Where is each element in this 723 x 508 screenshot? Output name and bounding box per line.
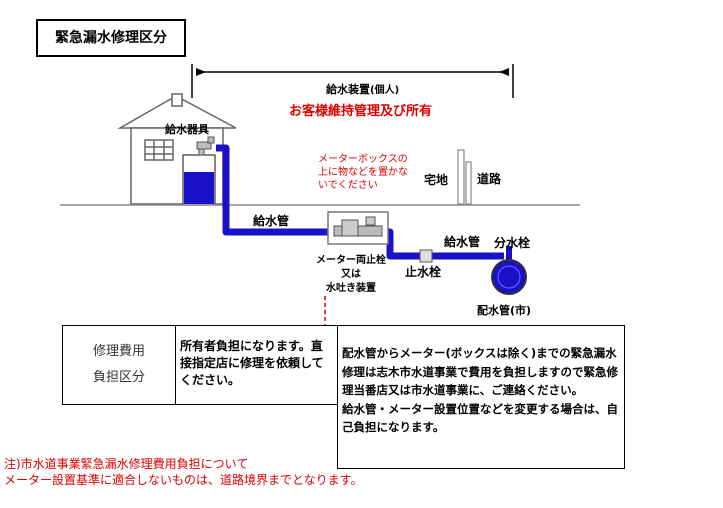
stop-valve-label: 止水栓 xyxy=(405,265,442,279)
meter-warning: メーターボックスの 上に物などを置かな いでください xyxy=(318,154,408,191)
supply-pipe-left-label: 給水管 xyxy=(253,214,290,228)
city-burden-box: 配水管からメーター(ボックスは除く)までの緊急漏水修理は志木市水道事業で費用を負… xyxy=(337,325,625,469)
house xyxy=(117,93,237,205)
supply-label: 給水装置(個人) xyxy=(326,83,400,96)
residence-label: 宅地 xyxy=(424,173,449,187)
city-burden-text: 配水管からメーター(ボックスは除く)までの緊急漏水修理は志木市水道事業で費用を負… xyxy=(342,346,618,397)
fence-posts xyxy=(457,149,472,205)
cost-header-cell: 修理費用 負担区分 xyxy=(62,325,176,405)
faucet-label: 給水器具 xyxy=(165,123,209,136)
meter-device-label: メーター両止栓 又は 水吐き装置 xyxy=(316,255,386,294)
note-line-2: メーター設置基準に適合しないものは、道路境界までとなります。 xyxy=(4,473,363,487)
distribution-main-label: 配水管(市) xyxy=(477,304,532,317)
ownership-label: お客様維持管理及び所有 xyxy=(289,104,433,119)
house-window xyxy=(144,139,174,161)
supply-pipe-right-label: 給水管 xyxy=(444,235,481,249)
water-tank xyxy=(182,154,216,206)
distribution-main-pipe xyxy=(491,259,527,295)
diagram-title: 緊急漏水修理区分 xyxy=(36,19,186,57)
stop-valve-icon xyxy=(419,249,433,263)
cost-table: 修理費用 負担区分 所有者負担になります。直接指定店に修理を依頼してください。 xyxy=(62,325,338,405)
meter-icon xyxy=(341,219,359,237)
branch-valve-label: 分水栓 xyxy=(494,236,531,250)
faucet-icon xyxy=(196,136,215,156)
owner-burden-cell: 所有者負担になります。直接指定店に修理を依頼してください。 xyxy=(175,325,338,405)
chimney xyxy=(171,93,183,107)
self-burden-text: 給水管・メーター設置位置などを変更する場合は、自己負担になります。 xyxy=(342,401,618,435)
meter-box xyxy=(327,211,389,245)
road-label: 道路 xyxy=(477,172,502,186)
note-line-1: 注)市水道事業緊急漏水修理費用負担について xyxy=(4,457,249,471)
supply-extent-arrow xyxy=(191,64,514,98)
